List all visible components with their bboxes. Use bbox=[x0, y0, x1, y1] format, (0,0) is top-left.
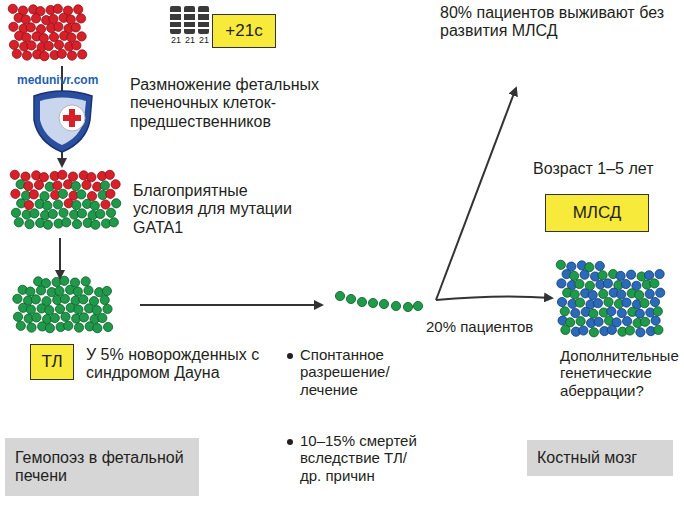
text-label: Размножение фетальных печеночных клеток-… bbox=[130, 76, 365, 131]
chromosome-icon bbox=[170, 6, 209, 34]
text-label: 80% пациентов выживают без развития МЛСД bbox=[440, 4, 675, 41]
text-label: 10–15% смертей вследствие ТЛ/ др. причин bbox=[300, 432, 428, 484]
cell-clusters bbox=[8, 4, 665, 337]
text-label: Дополнительные генетические аберрации? bbox=[560, 347, 682, 399]
label-text: 80% пациентов выживают без развития МЛСД bbox=[440, 4, 664, 39]
node-text: ТЛ bbox=[41, 352, 62, 372]
node-text: Костный мозг bbox=[537, 449, 637, 467]
bullet-dots bbox=[287, 353, 293, 445]
label-text: 21 bbox=[171, 35, 181, 45]
label-text: 21 bbox=[199, 35, 209, 45]
label-text: 10–15% смертей вследствие ТЛ/ др. причин bbox=[300, 432, 417, 484]
label-text: Возраст 1–5 лет bbox=[533, 160, 653, 177]
stage-box: МЛСД bbox=[545, 194, 649, 232]
label-text: Благоприятные условия для мутации GATA1 bbox=[133, 182, 292, 236]
text-label: 21 bbox=[199, 35, 209, 45]
flow-arrows bbox=[60, 66, 552, 305]
stage-box: +21с bbox=[212, 14, 276, 48]
label-text: 21 bbox=[185, 35, 195, 45]
text-label: 21 bbox=[185, 35, 195, 45]
text-label: У 5% новорожденных с синдромом Дауна bbox=[86, 346, 291, 383]
label-text: Спонтанное разрешение/ лечение bbox=[300, 346, 390, 398]
node-text: МЛСД bbox=[573, 203, 622, 223]
label-text: Дополнительные генетические аберрации? bbox=[560, 347, 679, 399]
label-text: 20% пациентов bbox=[424, 318, 535, 335]
node-text: +21с bbox=[225, 21, 262, 41]
stage-box: ТЛ bbox=[30, 344, 74, 380]
label-text: medunivr.com bbox=[17, 73, 98, 87]
node-text: Гемопоэз в фетальной печени bbox=[15, 449, 185, 486]
label-text: Размножение фетальных печеночных клеток-… bbox=[130, 76, 319, 130]
shield-icon bbox=[34, 91, 92, 152]
text-label: Благоприятные условия для мутации GATA1 bbox=[133, 182, 303, 237]
label-text: У 5% новорожденных с синдромом Дауна bbox=[86, 346, 259, 381]
text-label: medunivr.com bbox=[17, 74, 98, 88]
text-label: Спонтанное разрешение/ лечение bbox=[300, 346, 408, 398]
location-band: Костный мозг bbox=[527, 440, 673, 476]
location-band: Гемопоэз в фетальной печени bbox=[5, 438, 199, 496]
text-label: 21 bbox=[171, 35, 181, 45]
text-label: Возраст 1–5 лет bbox=[533, 160, 653, 178]
text-label: 20% пациентов bbox=[424, 318, 535, 335]
